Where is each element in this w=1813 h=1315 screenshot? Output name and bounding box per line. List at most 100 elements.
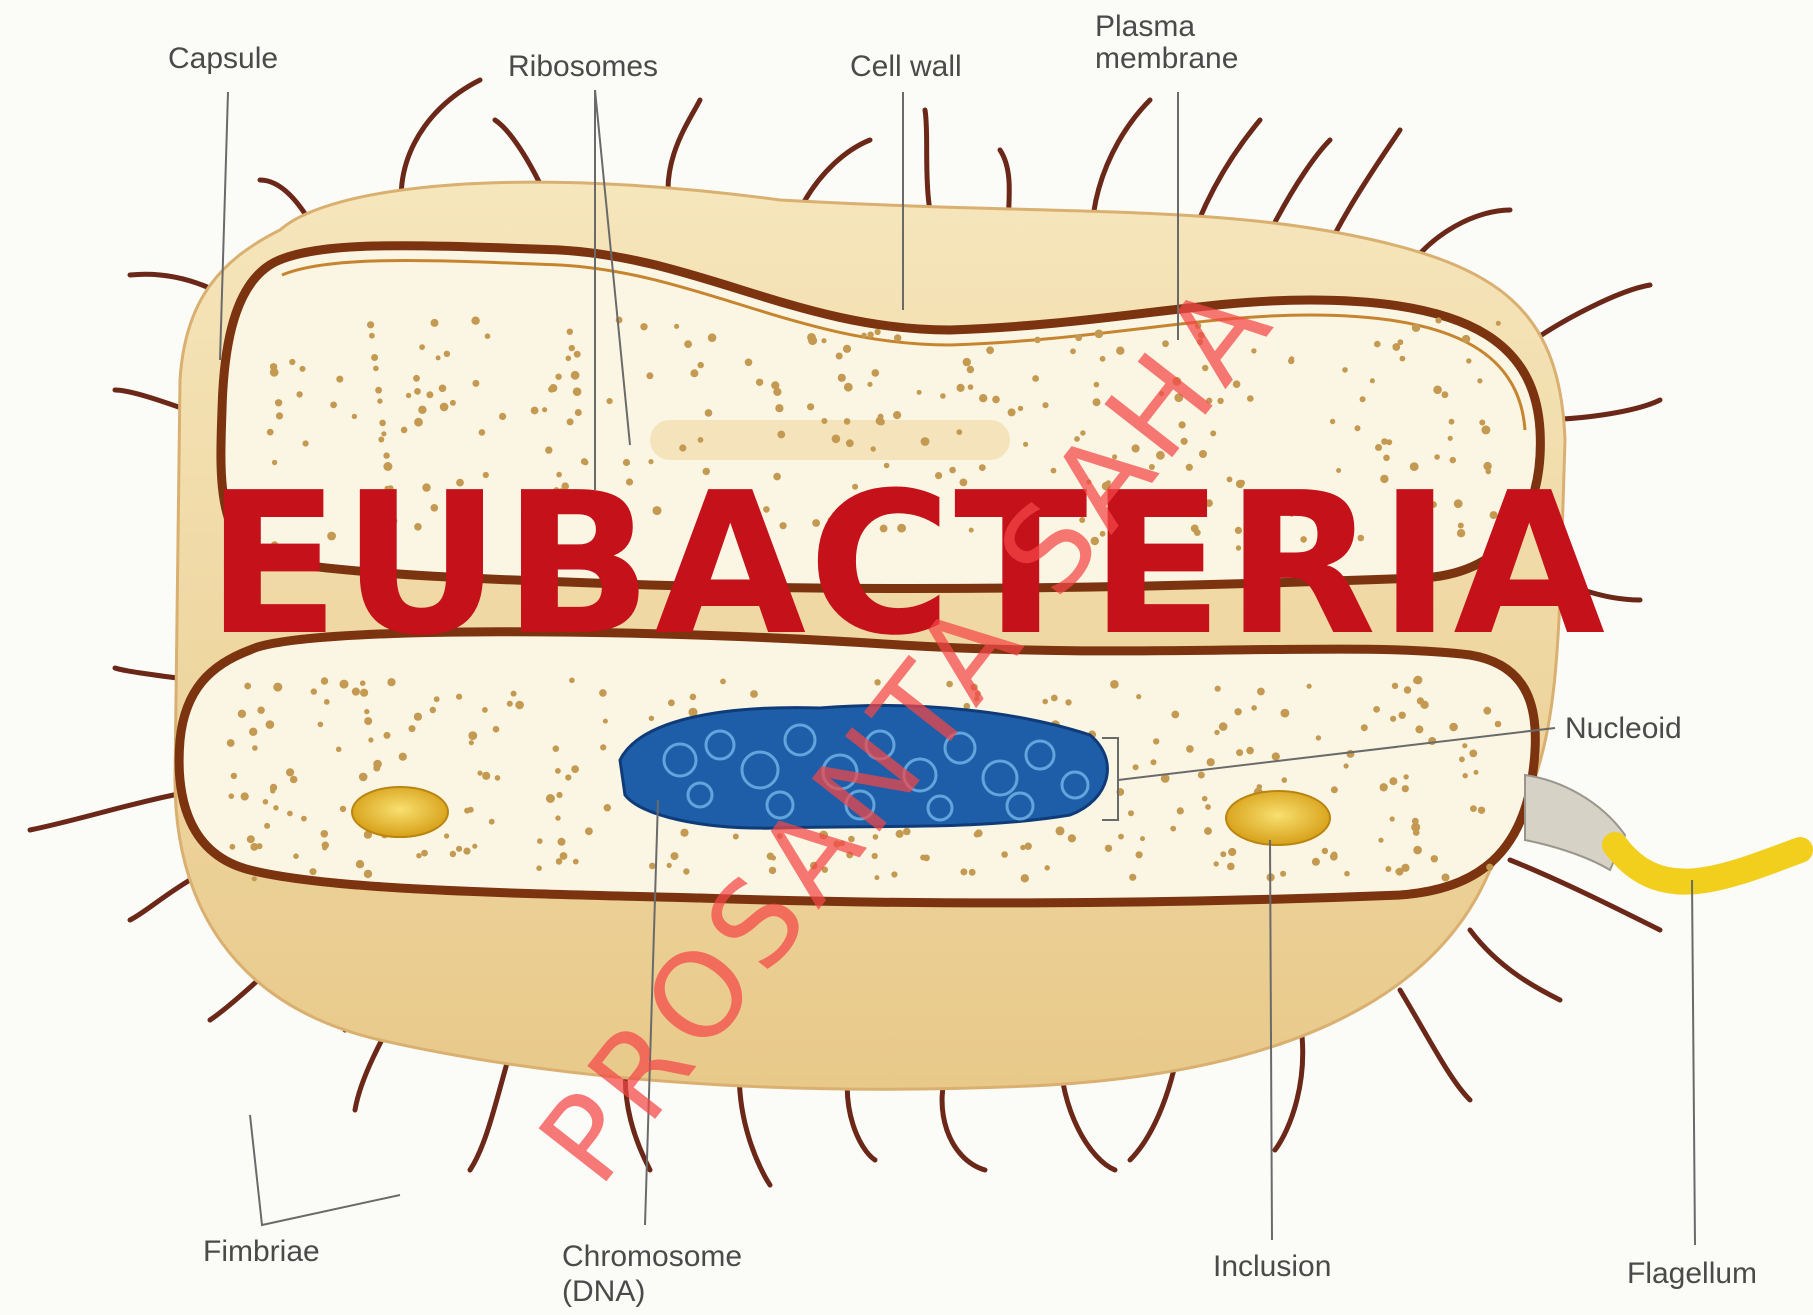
ribosome-dot <box>273 805 278 810</box>
ribosome-dot <box>1008 408 1016 416</box>
ribosome-dot <box>940 393 946 399</box>
ribosome-dot <box>1228 848 1236 856</box>
ribosome-dot <box>671 852 679 860</box>
ribosome-dot <box>515 701 524 710</box>
ribosome-dot <box>756 379 763 386</box>
inclusion-right <box>1226 791 1330 845</box>
ribosome-dot <box>293 853 299 859</box>
ribosome-dot <box>1413 846 1422 855</box>
ribosome-dot <box>364 870 372 878</box>
ribosome-dot <box>567 329 573 335</box>
ribosome-dot <box>872 369 880 377</box>
ribosome-dot <box>974 831 980 837</box>
ribosome-dot <box>275 399 282 406</box>
ribosome-dot <box>566 356 572 362</box>
ribosome-dot <box>603 719 608 724</box>
ribosome-dot <box>463 848 470 855</box>
ribosome-dot <box>531 407 539 415</box>
ribosome-dot <box>1361 724 1368 731</box>
ribosome-dot <box>1068 834 1076 842</box>
ribosome-dot <box>290 776 298 784</box>
ribosome-dot <box>1478 807 1485 814</box>
ribosome-dot <box>1215 686 1221 692</box>
ribosome-dot <box>1220 851 1226 857</box>
ribosome-dot <box>604 804 611 811</box>
ribosome-dot <box>1433 386 1442 395</box>
ribosome-dot <box>986 346 994 354</box>
ribosome-dot <box>303 440 309 446</box>
ribosome-dot <box>690 694 697 701</box>
ribosome-dot <box>364 709 369 714</box>
ribosome-dot <box>1392 343 1400 351</box>
ribosome-dot <box>917 390 922 395</box>
ribosome-dot <box>406 393 411 398</box>
ribosome-dot <box>249 728 257 736</box>
ribosome-dot <box>1495 721 1502 728</box>
ribosome-dot <box>1186 745 1194 753</box>
ribosome-dot <box>773 388 781 396</box>
ribosome-dot <box>674 324 679 329</box>
ribosome-dot <box>1375 444 1382 451</box>
ribosome-dot <box>472 844 477 849</box>
ribosome-dot <box>1018 406 1023 411</box>
flagellum-label: Flagellum <box>1627 1257 1757 1291</box>
ribosome-dot <box>444 351 450 357</box>
ribosome-dot <box>1100 356 1106 362</box>
ribosome-dot <box>1399 712 1406 719</box>
ribosome-dot <box>507 701 513 707</box>
ribosome-dot <box>558 838 566 846</box>
ribosome-dot <box>1095 330 1104 339</box>
ribosome-dot <box>244 683 251 690</box>
ribosome-dot <box>321 830 329 838</box>
ribosome-dot <box>230 844 236 850</box>
ribosome-dot <box>1023 442 1028 447</box>
ribosome-dot <box>1389 777 1397 785</box>
ribosome-dot <box>414 418 423 427</box>
ribosome-dot <box>310 868 317 875</box>
ribosome-dot <box>399 753 407 761</box>
ribosome-dot <box>330 402 337 409</box>
ribosome-dot <box>1051 695 1058 702</box>
ribosome-dot <box>573 859 579 865</box>
ribosome-dot <box>373 765 380 772</box>
ribosome-dot <box>667 863 672 868</box>
ribosome-dot <box>322 845 327 850</box>
ribosome-dot <box>286 768 294 776</box>
chromosome-label-line1: Chromosome <box>562 1240 742 1274</box>
ribosome-dot <box>1344 871 1350 877</box>
ribosome-dot <box>1307 684 1312 689</box>
ribosome-dot <box>1412 818 1419 825</box>
inclusion-label: Inclusion <box>1213 1250 1331 1284</box>
ribosome-dot <box>1459 756 1465 762</box>
ribosome-dot <box>489 819 495 825</box>
ribosome-dot <box>430 707 436 713</box>
ribosome-dot <box>485 333 491 339</box>
ribosome-dot <box>1128 810 1134 816</box>
ribosome-dot <box>844 418 851 425</box>
ribosome-dot <box>336 747 342 753</box>
ribosome-dot <box>843 345 851 353</box>
ribosome-dot <box>1486 864 1493 871</box>
ribosome-dot <box>401 427 408 434</box>
ribosome-dot <box>1417 697 1424 704</box>
ribosome-dot <box>555 815 560 820</box>
ribosome-dot <box>495 775 501 781</box>
ribosome-dot <box>1374 341 1381 348</box>
ribosome-dot <box>471 317 479 325</box>
ribosome-dot <box>1380 783 1388 791</box>
ribosome-dot <box>1227 863 1235 871</box>
ribosome-dot <box>1390 716 1396 722</box>
ribosome-dot <box>599 689 607 697</box>
capsule-label: Capsule <box>168 42 278 76</box>
ribosome-dot <box>750 690 758 698</box>
ribosome-dot <box>1140 836 1145 841</box>
ribosome-dot <box>359 773 368 782</box>
ribosome-dot <box>416 853 421 858</box>
ribosome-dot <box>482 772 490 780</box>
ribosome-dot <box>1462 743 1467 748</box>
ribosome-dot <box>1400 356 1406 362</box>
ribosome-dot <box>468 731 477 740</box>
ribosome-dot <box>836 353 843 360</box>
ribosome-dot <box>1378 838 1383 843</box>
fimbriae-label: Fimbriae <box>203 1235 320 1269</box>
